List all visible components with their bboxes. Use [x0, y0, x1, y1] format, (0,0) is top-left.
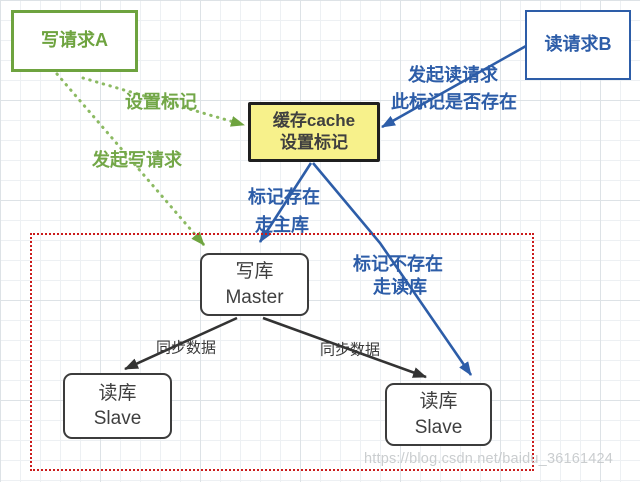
node-master-db: 写库 Master — [200, 253, 309, 316]
node-slave-left-line1: 读库 — [98, 382, 137, 404]
edge-cache-to-master — [258, 162, 313, 243]
edge-label-initiate-read-line2: 此标记是否存在 — [391, 92, 517, 112]
edge-label-sync-data-right: 同步数据 — [319, 341, 381, 359]
node-cache: 缓存cache 设置标记 — [248, 102, 380, 162]
node-write-request-a: 写请求A — [11, 10, 138, 72]
edge-write-to-cache — [81, 76, 246, 127]
edge-label-flag-exists-line2: 走主库 — [255, 215, 309, 235]
edge-label-flag-missing-line1: 标记不存在 — [353, 254, 443, 274]
node-slave-right-line2: Slave — [414, 416, 463, 438]
edge-label-flag-exists-line1: 标记存在 — [248, 187, 320, 207]
edge-read-to-cache — [381, 44, 527, 129]
edge-cache-to-slave-right — [312, 162, 473, 376]
edge-write-to-master — [55, 72, 206, 247]
node-cache-line2: 设置标记 — [280, 133, 348, 152]
node-cache-line1: 缓存cache — [272, 110, 356, 130]
node-master-line2: Master — [225, 286, 284, 308]
edge-label-set-flag: 设置标记 — [125, 92, 197, 112]
node-read-request-b-label: 读请求B — [544, 34, 612, 55]
edge-label-flag-missing-line2: 走读库 — [373, 277, 427, 297]
node-slave-db-left: 读库 Slave — [63, 373, 172, 439]
node-slave-db-right: 读库 Slave — [385, 383, 492, 446]
node-read-request-b: 读请求B — [525, 10, 631, 80]
edge-label-initiate-write: 发起写请求 — [92, 150, 182, 170]
node-master-line1: 写库 — [235, 261, 274, 283]
edge-label-initiate-read-line1: 发起读请求 — [408, 65, 498, 85]
edge-master-to-slave-right — [262, 316, 427, 379]
database-boundary-box — [30, 233, 534, 471]
node-slave-left-line2: Slave — [93, 408, 142, 429]
node-slave-right-line1: 读库 — [419, 391, 458, 413]
edge-master-to-slave-left — [124, 316, 238, 371]
edge-label-sync-data-left: 同步数据 — [155, 339, 217, 357]
node-write-request-a-label: 写请求A — [41, 30, 108, 51]
watermark-url: https://blog.csdn.net/baidu_36161424 — [364, 451, 614, 467]
